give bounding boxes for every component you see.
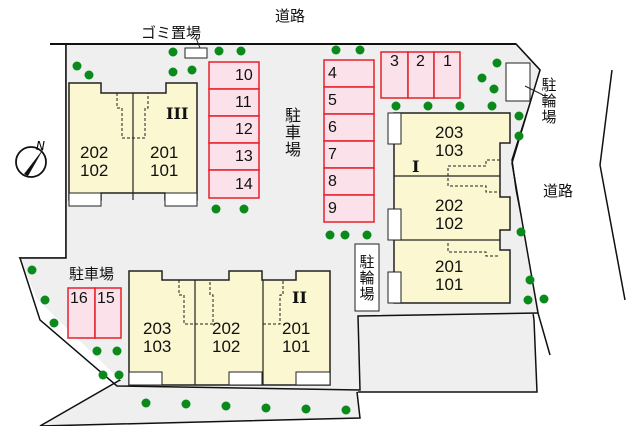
parking-space-5: 5 xyxy=(328,92,337,109)
bike-parking-label-top: 駐輪場 xyxy=(541,76,557,126)
road-label-top: 道路 xyxy=(275,7,306,25)
parking-10-14 xyxy=(208,61,260,199)
parking-space-1: 1 xyxy=(443,53,452,70)
parking-center-label: 駐車場 xyxy=(284,106,301,159)
building-name: III xyxy=(166,104,189,123)
road-label-right: 道路 xyxy=(543,182,574,200)
parking-space-8: 8 xyxy=(328,173,337,190)
parking-space-6: 6 xyxy=(328,119,337,136)
garbage-box xyxy=(184,47,208,59)
parking-left-label: 駐車場 xyxy=(69,265,115,283)
parking-space-13: 13 xyxy=(235,148,253,165)
parking-space-4: 4 xyxy=(328,65,337,82)
parking-space-2: 2 xyxy=(416,53,425,70)
parking-space-3: 3 xyxy=(390,53,399,70)
bike-shelter-center xyxy=(354,243,380,312)
bike-parking-label-center: 駐輪場 xyxy=(359,253,375,303)
parking-space-7: 7 xyxy=(328,146,337,163)
building-name: I xyxy=(412,157,420,176)
parking-space-14: 14 xyxy=(235,176,253,193)
building-name: II xyxy=(292,288,307,307)
parking-space-10: 10 xyxy=(235,67,253,84)
parking-space-15: 15 xyxy=(97,290,115,307)
building-I xyxy=(393,112,511,304)
parking-space-9: 9 xyxy=(328,200,337,217)
parking-15-16 xyxy=(67,287,122,339)
parking-space-12: 12 xyxy=(235,121,253,138)
parking-space-16: 16 xyxy=(70,290,88,307)
road-edge xyxy=(599,69,626,301)
svg-text:N: N xyxy=(36,139,45,153)
compass-icon: N xyxy=(15,139,47,178)
parking-1-3 xyxy=(380,51,461,99)
parking-space-11: 11 xyxy=(235,94,252,111)
garbage-label: ゴミ置場 xyxy=(141,24,202,42)
parking-4-9 xyxy=(323,59,375,223)
trees xyxy=(27,45,549,415)
bike-shelter-top xyxy=(505,62,531,102)
